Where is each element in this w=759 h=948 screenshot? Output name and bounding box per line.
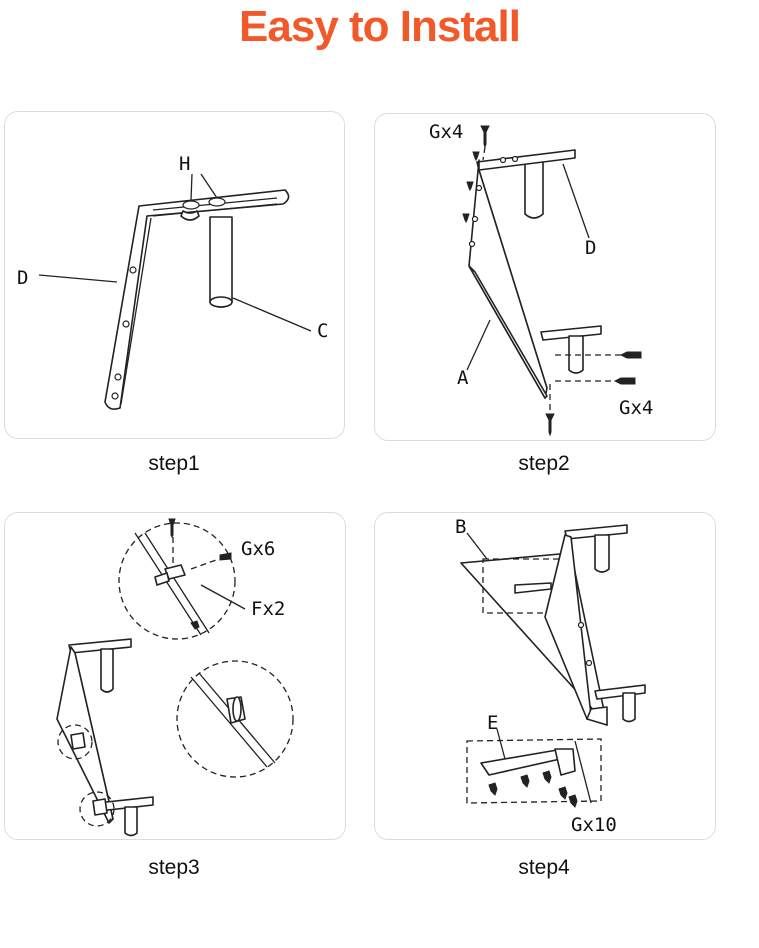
step3-caption: step3 bbox=[148, 856, 200, 879]
screws-bottom bbox=[545, 351, 642, 437]
label-a: A bbox=[457, 367, 469, 389]
screws-top bbox=[462, 125, 490, 224]
step2-diagram: Gx4 D A Gx4 bbox=[429, 121, 653, 437]
label-e: E bbox=[487, 712, 498, 734]
label-c: C bbox=[317, 320, 328, 342]
label-b: B bbox=[455, 516, 466, 538]
bracket-d bbox=[104, 189, 290, 410]
step3-panel: Gx6 Fx2 bbox=[4, 512, 346, 840]
leg-c bbox=[209, 216, 233, 308]
label-g-bottom: Gx4 bbox=[619, 397, 653, 419]
label-g-top: Gx4 bbox=[429, 121, 463, 143]
label-d: D bbox=[585, 237, 596, 259]
step1-diagram: H D C bbox=[17, 153, 328, 410]
label-g: Gx10 bbox=[571, 814, 617, 836]
step4-panel: B E Gx10 bbox=[374, 512, 716, 840]
step3-diagram: Gx6 Fx2 bbox=[56, 518, 294, 837]
label-g: Gx6 bbox=[241, 538, 275, 560]
step2-panel: Gx4 D A Gx4 bbox=[374, 113, 716, 441]
label-d: D bbox=[17, 267, 28, 289]
step1-caption: step1 bbox=[148, 452, 200, 475]
step1-panel: H D C bbox=[4, 111, 345, 439]
page-title: Easy to Install bbox=[239, 2, 521, 51]
step4-caption: step4 bbox=[518, 856, 570, 879]
step4-diagram: B E Gx10 bbox=[455, 516, 646, 836]
label-f: Fx2 bbox=[251, 598, 285, 620]
step2-caption: step2 bbox=[518, 452, 570, 475]
label-h: H bbox=[179, 153, 190, 175]
